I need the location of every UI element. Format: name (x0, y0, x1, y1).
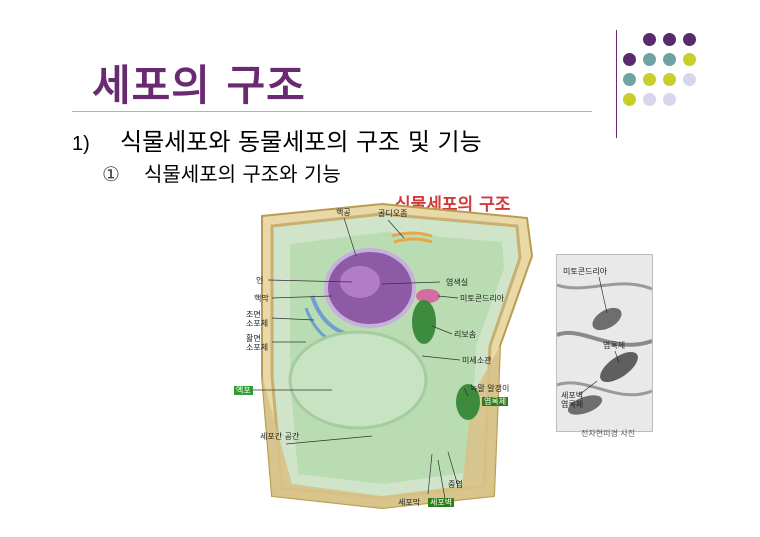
plant-cell-diagram: 핵공 골디오좀 인 핵막 염색실 미토콘드리아 조면 소포체 활면 소포체 리보… (232, 196, 544, 512)
label-rough-er: 조면 소포체 (246, 310, 268, 328)
decorative-dot (643, 73, 656, 86)
decorative-dot (683, 53, 696, 66)
micro-label-cell-wall-line1: 세포벽 (561, 391, 584, 400)
label-intercellular-space: 세포간 공간 (260, 432, 300, 441)
decorative-dot (663, 33, 676, 46)
bullet-text: 식물세포와 동물세포의 구조 및 기능 (120, 128, 482, 156)
bullet-number: 1) (72, 133, 90, 155)
title-vertical-rule (616, 30, 617, 138)
decorative-dot (623, 93, 636, 106)
decorative-dot (643, 53, 656, 66)
label-rough-er-line2: 소포체 (246, 319, 269, 328)
label-golgi: 골디오좀 (378, 209, 408, 218)
label-chromatin: 염색실 (446, 278, 469, 287)
decorative-dot (663, 73, 676, 86)
bullet-level-1: 1) 식물세포와 동물세포의 구조 및 기능 (72, 122, 482, 157)
label-microtubule: 미세소관 (462, 356, 492, 365)
decorative-dot (683, 73, 696, 86)
label-chloroplast: 엽록체 (482, 397, 509, 406)
label-cell-wall: 세포벽 (428, 498, 455, 507)
label-nuclear-pore: 핵공 (336, 208, 351, 217)
label-mitochondria: 미토콘드리아 (460, 294, 505, 303)
label-nucleolus: 인 (256, 276, 264, 285)
micrograph-image (557, 255, 652, 431)
decorative-dot (623, 53, 636, 66)
bullet-text: 식물세포의 구조와 기능 (144, 162, 341, 186)
micro-label-chloroplast: 엽록체 (603, 341, 626, 350)
label-ribosome: 리보솜 (454, 330, 477, 339)
label-cell-membrane: 세포막 (398, 498, 421, 507)
decorative-dot-grid (623, 33, 733, 133)
decorative-dot (663, 93, 676, 106)
electron-micrograph: 미토콘드리아 엽록체 세포벽 엽록체 (556, 254, 653, 432)
bullet-number: ① (102, 162, 120, 186)
slide-title: 세포의 구조 (92, 61, 306, 110)
decorative-dot (663, 53, 676, 66)
label-smooth-er-line1: 활면 (246, 334, 261, 343)
decorative-dot (643, 93, 656, 106)
micrograph-caption: 전자현미경 사진 (581, 429, 636, 438)
label-nuclear-membrane: 핵막 (254, 294, 269, 303)
label-smooth-er: 활면 소포체 (246, 334, 268, 352)
plant-cell-illustration (246, 202, 534, 510)
decorative-dot (643, 33, 656, 46)
micro-label-cell-wall-line2: 엽록체 (561, 400, 584, 409)
decorative-dot (683, 33, 696, 46)
label-starch-grain: 녹말 알갱이 (470, 384, 510, 393)
bullet-level-2: ① 식물세포의 구조와 기능 (102, 158, 341, 187)
micro-label-cell-wall: 세포벽 엽록체 (561, 391, 583, 409)
label-vacuole: 액포 (234, 386, 253, 395)
decorative-dot (623, 73, 636, 86)
title-underline (72, 111, 592, 112)
label-smooth-er-line2: 소포체 (246, 343, 269, 352)
label-rough-er-line1: 조면 (246, 310, 261, 319)
micro-label-mitochondria: 미토콘드리아 (563, 267, 608, 276)
label-middle-lamella: 중엽 (448, 480, 463, 489)
